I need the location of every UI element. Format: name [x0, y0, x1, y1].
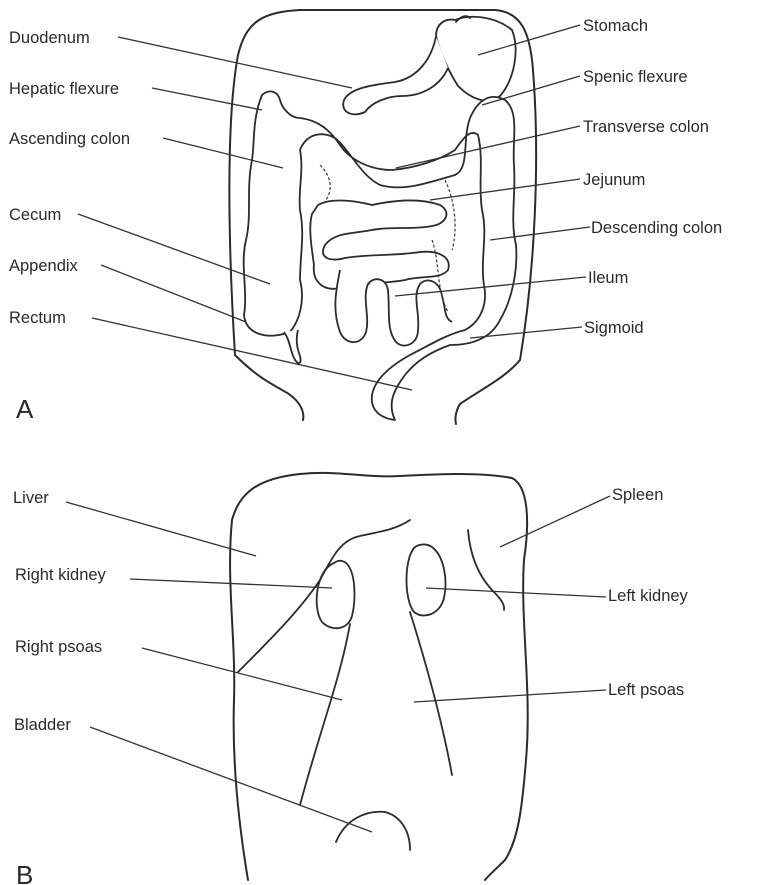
bladder-shape — [336, 812, 410, 850]
left-psoas-line — [410, 612, 452, 775]
label-cecum: Cecum — [9, 206, 61, 224]
liver-edge — [238, 520, 410, 672]
label-duodenum: Duodenum — [9, 29, 90, 47]
label-ileum: Ileum — [588, 269, 628, 287]
panel-letter-b: B — [16, 860, 33, 885]
label-stomach: Stomach — [583, 17, 648, 35]
label-hepatic-flexure: Hepatic flexure — [9, 80, 119, 98]
appendix-shape — [284, 330, 301, 363]
label-bladder: Bladder — [14, 716, 71, 734]
panel-letter-a: A — [16, 394, 34, 424]
left-kidney-shape — [407, 544, 446, 615]
duodenum-shape — [343, 36, 448, 114]
label-sigmoid: Sigmoid — [584, 319, 644, 337]
spleen-edge — [468, 530, 504, 610]
stomach-shape — [436, 17, 516, 101]
right-psoas-line — [300, 624, 350, 805]
label-right-kidney: Right kidney — [15, 566, 107, 584]
label-rectum: Rectum — [9, 309, 66, 327]
label-appendix: Appendix — [9, 257, 79, 275]
jejunum-shape — [310, 200, 448, 288]
right-kidney-shape — [317, 561, 355, 629]
label-descending-colon: Descending colon — [591, 219, 722, 237]
label-ascending-colon: Ascending colon — [9, 130, 130, 148]
label-right-psoas: Right psoas — [15, 638, 102, 656]
label-jejunum: Jejunum — [583, 171, 645, 189]
label-splenic-flexure: Spenic flexure — [583, 68, 688, 86]
label-transverse-colon: Transverse colon — [583, 118, 709, 136]
label-liver: Liver — [13, 489, 49, 507]
label-left-kidney: Left kidney — [608, 587, 689, 605]
panel-a: A Duodenum Hepatic flexure Ascending col… — [9, 10, 722, 424]
abdomen-outline-b — [230, 473, 528, 880]
label-spleen: Spleen — [612, 486, 663, 504]
label-left-psoas: Left psoas — [608, 681, 684, 699]
panel-b: B Liver Right kidney Right psoas Bladder… — [13, 473, 689, 885]
